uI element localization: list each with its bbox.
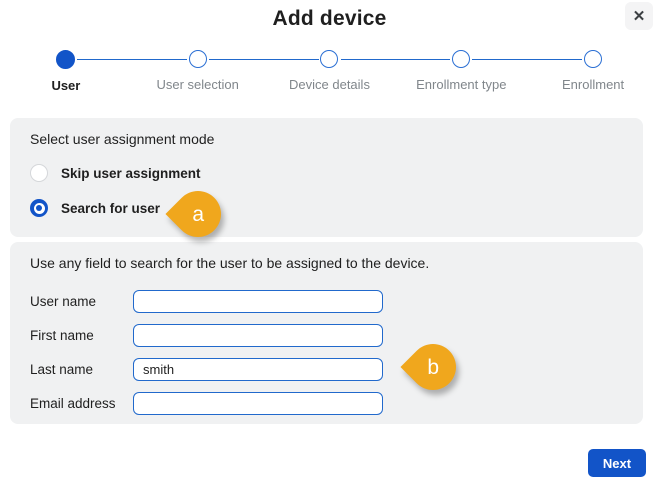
step-label: Enrollment (562, 77, 625, 92)
user-search-panel: Use any field to search for the user to … (10, 242, 643, 424)
form-row-user-name: User name (30, 290, 623, 313)
step-dot (584, 50, 603, 68)
email-address-input[interactable] (133, 392, 383, 415)
step-label: Enrollment type (416, 77, 507, 92)
close-button[interactable]: ✕ (625, 2, 653, 30)
last-name-input[interactable] (133, 358, 383, 381)
callout-b-teardrop-icon: b (400, 334, 466, 400)
next-button[interactable]: Next (588, 449, 646, 477)
assignment-heading: Select user assignment mode (30, 131, 215, 147)
email-address-label: Email address (30, 396, 116, 411)
user-assignment-panel: Select user assignment mode Skip user as… (10, 118, 643, 237)
close-icon: ✕ (632, 7, 646, 25)
user-name-input[interactable] (133, 290, 383, 313)
first-name-label: First name (30, 328, 94, 343)
step-label: User (51, 78, 81, 93)
callout-b-label: b (427, 355, 439, 379)
callout-b: b (400, 334, 466, 400)
callout-a-teardrop-icon: a (165, 181, 231, 247)
step-dot-filled (56, 50, 76, 69)
radio-option-skip-user-assignment[interactable]: Skip user assignment (30, 164, 623, 182)
stepper-step-enrollment[interactable]: Enrollment (472, 50, 659, 93)
user-search-form: User name First name Last name Email add… (30, 290, 623, 415)
form-row-email-address: Email address (30, 392, 623, 415)
first-name-input[interactable] (133, 324, 383, 347)
dialog-title: Add device (272, 7, 387, 30)
radio-label: Skip user assignment (61, 165, 201, 181)
stepper-step-user-selection[interactable]: User selection (76, 50, 264, 93)
radio-label: Search for user (61, 200, 161, 216)
callout-a-label: a (192, 202, 204, 226)
stepper-step-enrollment-type[interactable]: Enrollment type (340, 50, 527, 93)
wizard-stepper: User User selection Device details Enrol… (0, 50, 659, 93)
step-label: Device details (289, 77, 370, 92)
stepper-step-device-details[interactable]: Device details (208, 50, 396, 93)
callout-a: a (165, 181, 231, 247)
step-label: User selection (156, 77, 239, 92)
step-dot (452, 50, 471, 68)
search-heading: Use any field to search for the user to … (30, 255, 430, 271)
stepper-step-user[interactable]: User (0, 50, 132, 93)
step-dot (188, 50, 207, 68)
form-row-last-name: Last name (30, 358, 623, 381)
radio-unselected-icon (30, 164, 48, 182)
last-name-label: Last name (30, 362, 94, 377)
radio-selected-icon (30, 199, 48, 217)
form-row-first-name: First name (30, 324, 623, 347)
radio-option-search-for-user[interactable]: Search for user (30, 199, 623, 217)
step-dot (320, 50, 339, 68)
user-name-label: User name (30, 294, 97, 309)
